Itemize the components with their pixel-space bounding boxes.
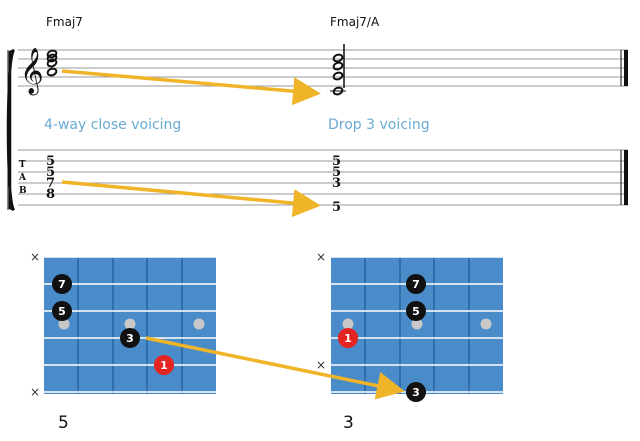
- chord1-noteheads: [46, 49, 58, 77]
- chord1-dot-fifth: 5: [58, 305, 66, 318]
- chord2-dot-third: 3: [412, 386, 420, 399]
- chord1-tab-string2: 5: [46, 165, 55, 180]
- chord2-dot-fifth: 5: [412, 305, 420, 318]
- inlay-marker: [193, 318, 205, 330]
- mute-marker: ×: [316, 358, 326, 372]
- chord2-tab-string5: 5: [332, 200, 341, 215]
- chord2-voicing-label: Drop 3 voicing: [328, 117, 430, 133]
- chord1-tab-string4: 8: [46, 187, 55, 202]
- chord2-dot-root: 1: [344, 332, 352, 345]
- tab-clef-b: B: [19, 186, 27, 196]
- chord1-dot-root: 1: [160, 359, 168, 372]
- chord1-dot-seventh: 7: [58, 278, 66, 291]
- chord2-tab-string2: 5: [332, 165, 341, 180]
- tab-staff: T A B 5 5 7 8 5 5 3 5: [18, 149, 628, 215]
- inlay-marker: [342, 318, 354, 330]
- fretboard-chord2: × × 7 5 1 3: [316, 250, 503, 402]
- arrow-notation: [61, 69, 321, 106]
- tab-clef-t: T: [19, 160, 26, 170]
- mute-marker: ×: [30, 250, 40, 264]
- chord1-tab-string1: 5: [46, 154, 55, 169]
- chord1-fret-label: 5: [58, 413, 69, 433]
- inlay-marker: [58, 318, 70, 330]
- chord2-fret-label: 3: [343, 413, 354, 433]
- treble-clef-icon: 𝄞: [20, 48, 44, 96]
- arrow-fretboard: [145, 336, 405, 400]
- chord1-tab-string3: 7: [46, 176, 55, 191]
- inlay-marker: [411, 318, 423, 330]
- mute-marker: ×: [316, 250, 326, 264]
- chord1-voicing-label: 4-way close voicing: [44, 117, 181, 133]
- chord1-name: Fmaj7: [46, 15, 83, 29]
- mute-marker: ×: [30, 385, 40, 399]
- arrow-tab: [61, 180, 321, 218]
- chord2-tab-string3: 3: [332, 176, 341, 191]
- chord2-name: Fmaj7/A: [330, 15, 380, 29]
- inlay-marker: [124, 318, 136, 330]
- movement-arrows: [61, 69, 405, 400]
- system-brace: [6, 48, 16, 212]
- fretboard-chord1: × × 7 5 3 1: [30, 250, 216, 399]
- chord2-noteheads: [330, 44, 346, 96]
- chord2-dot-seventh: 7: [412, 278, 420, 291]
- tab-clef-a: A: [18, 173, 27, 183]
- inlay-marker: [480, 318, 492, 330]
- chord1-dot-third: 3: [126, 332, 134, 345]
- chord2-tab-string1: 5: [332, 154, 341, 169]
